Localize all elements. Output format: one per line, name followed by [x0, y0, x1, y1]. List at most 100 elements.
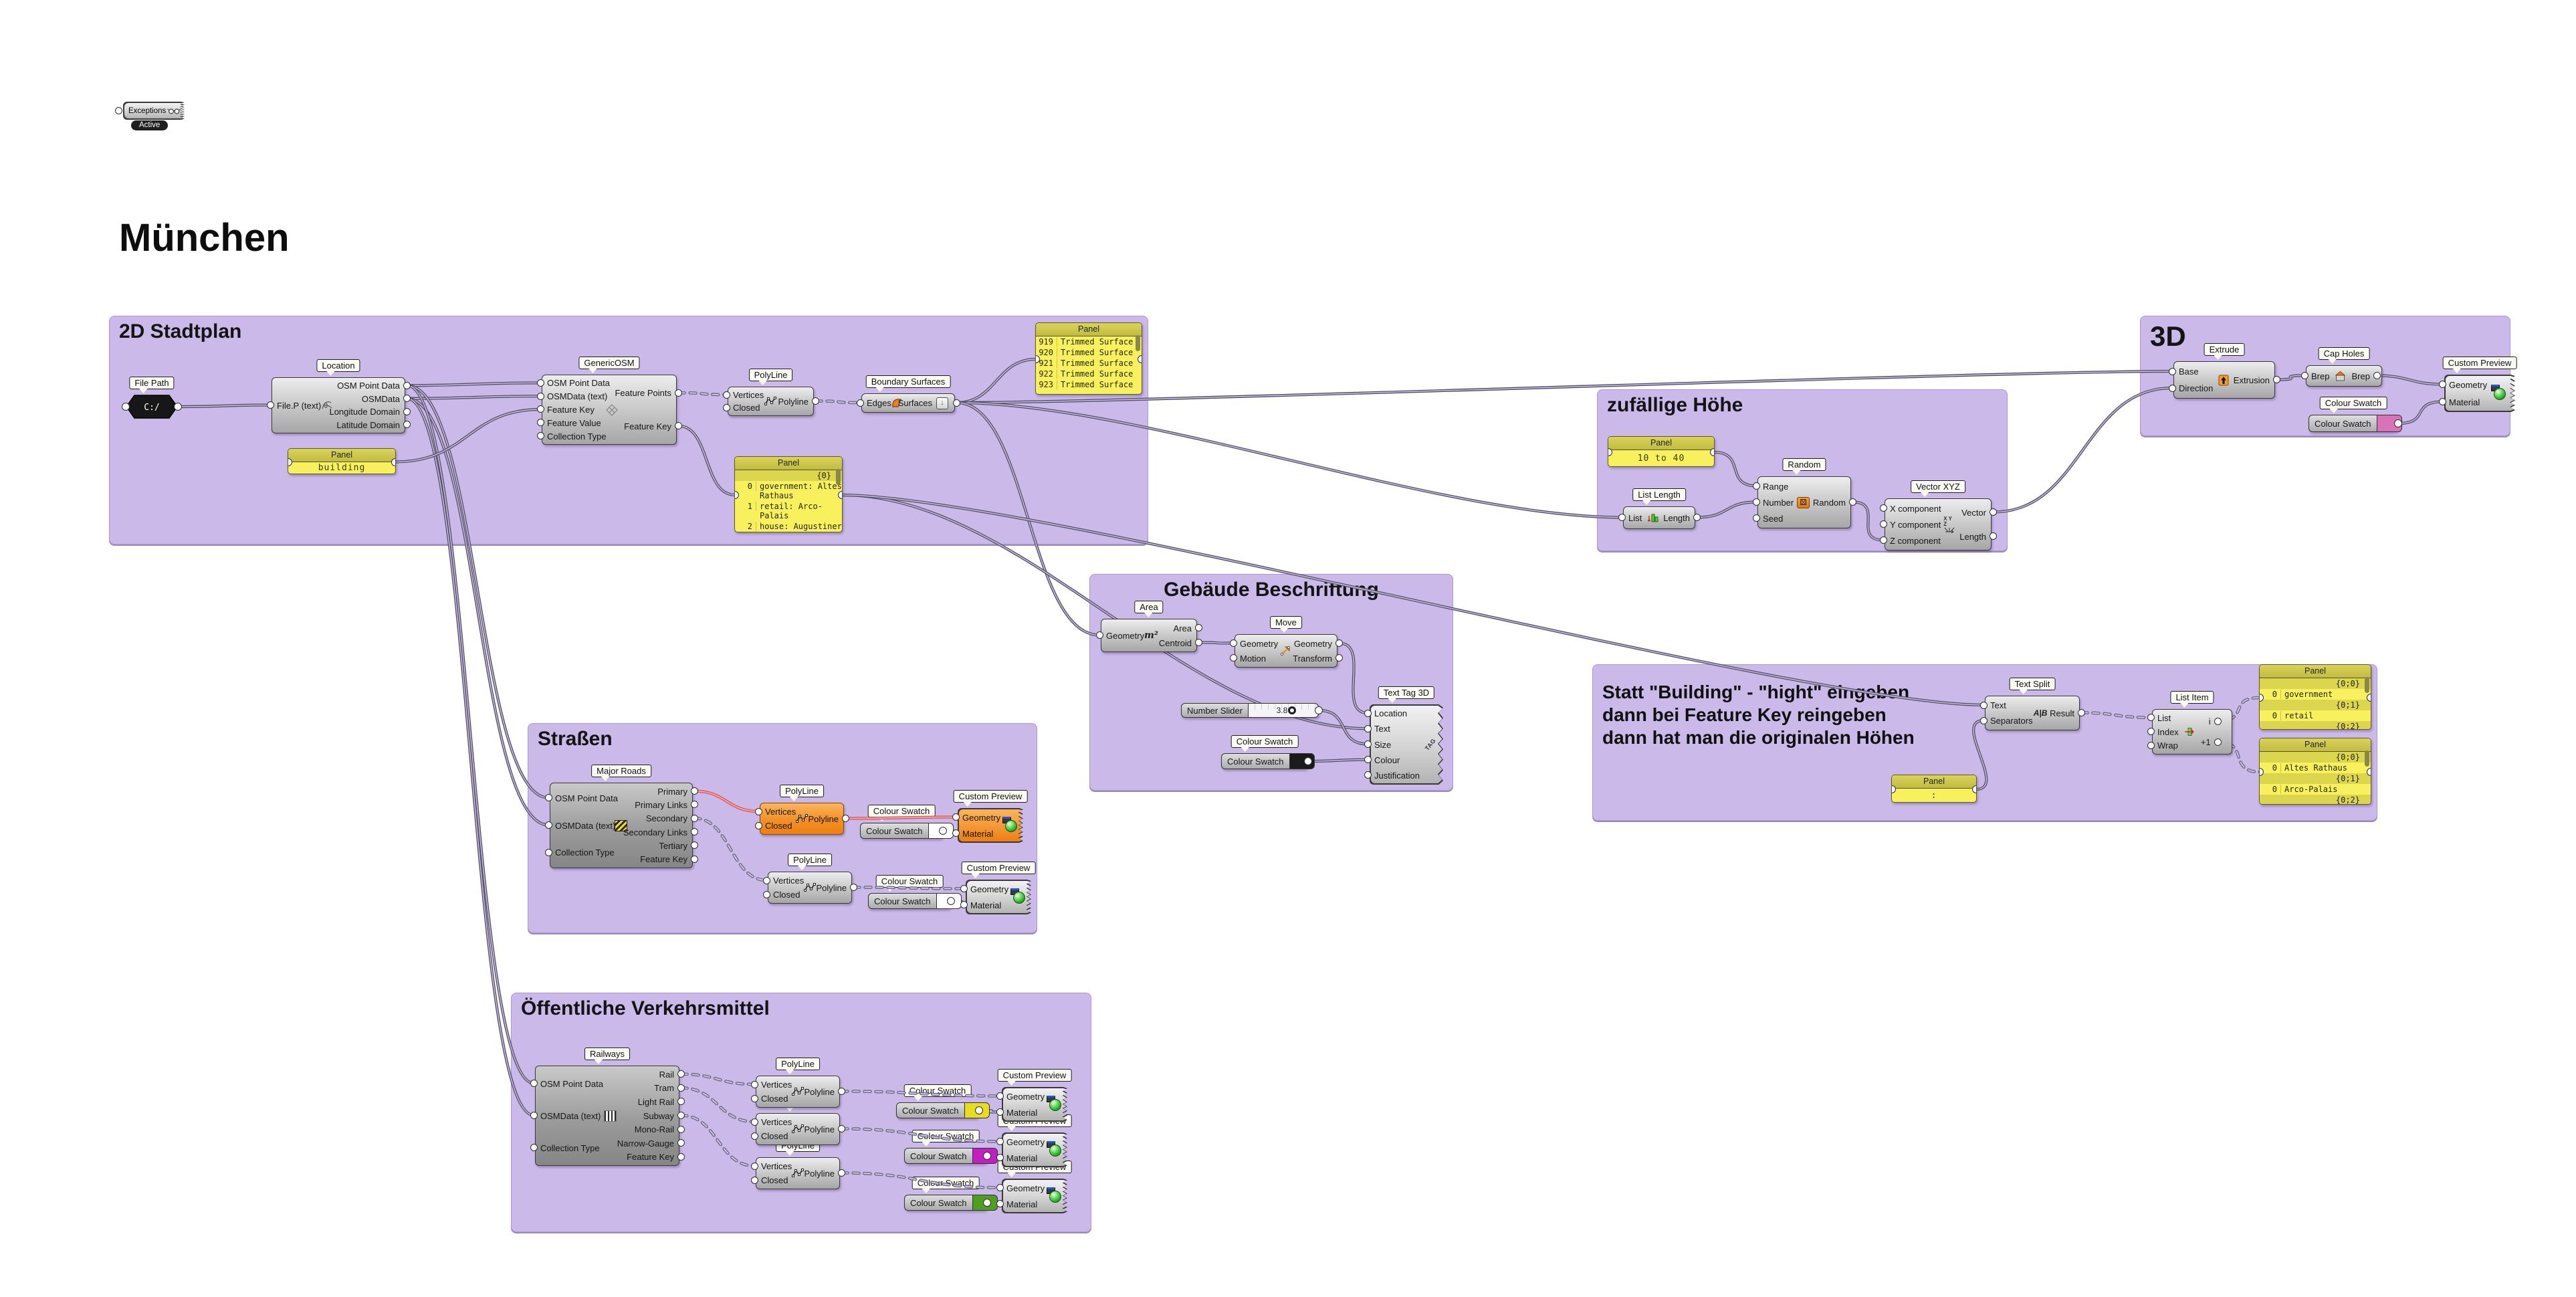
exceptions-widget[interactable]: Exceptions [115, 102, 185, 120]
input-port[interactable] [996, 1184, 1004, 1191]
component-nickname-tag[interactable]: Custom Preview [953, 790, 1028, 803]
component-nickname-tag[interactable]: Colour Swatch [1230, 735, 1299, 748]
colour-swatch-swPink[interactable]: Colour Swatch [2309, 415, 2402, 432]
output-port[interactable] [1315, 706, 1323, 714]
output-port[interactable] [403, 395, 411, 403]
component-nickname-tag[interactable]: Text Split [2009, 678, 2056, 690]
input-port[interactable] [1364, 756, 1372, 764]
input-port[interactable] [751, 1132, 758, 1140]
component-nickname-tag[interactable]: Custom Preview [997, 1069, 1072, 1082]
input-port[interactable] [545, 794, 552, 802]
input-port[interactable] [2169, 367, 2176, 375]
output-port[interactable] [1693, 514, 1701, 521]
input-port[interactable] [1980, 716, 1988, 724]
component-nickname-tag[interactable]: Colour Swatch [875, 875, 944, 888]
input-port[interactable] [857, 399, 864, 407]
input-port[interactable] [537, 432, 544, 440]
input-port[interactable] [537, 405, 544, 413]
output-port[interactable] [983, 1199, 991, 1207]
input-port[interactable] [1753, 498, 1760, 506]
input-port[interactable] [1364, 740, 1372, 748]
output-port[interactable] [677, 1084, 685, 1092]
output-port[interactable] [838, 1169, 845, 1177]
input-port[interactable] [952, 813, 960, 821]
output-port[interactable] [838, 1088, 845, 1095]
input-port[interactable] [723, 391, 730, 399]
input-port[interactable] [755, 807, 762, 815]
input-port[interactable] [1230, 639, 1237, 647]
component-nickname-tag[interactable]: PolyLine [788, 854, 832, 866]
input-port[interactable] [2301, 372, 2309, 379]
input-port[interactable] [996, 1138, 1004, 1145]
component-nickname-tag[interactable]: GenericOSM [578, 357, 640, 369]
input-port[interactable] [1364, 709, 1372, 717]
output-port[interactable] [691, 828, 698, 836]
component-nickname-tag[interactable]: Boundary Surfaces [865, 375, 951, 388]
output-port[interactable] [939, 827, 947, 835]
input-port[interactable] [1880, 536, 1887, 544]
output-port[interactable] [391, 458, 395, 466]
input-port[interactable] [545, 848, 552, 856]
input-port[interactable] [537, 379, 544, 387]
component-nickname-tag[interactable]: Custom Preview [961, 862, 1036, 874]
output-port[interactable] [677, 1153, 685, 1161]
output-port[interactable] [2273, 376, 2280, 383]
file-path-node[interactable]: C:/ [122, 395, 182, 419]
output-port[interactable] [677, 1139, 685, 1147]
input-port[interactable] [996, 1092, 1004, 1100]
output-port[interactable] [677, 1098, 685, 1106]
input-port[interactable] [1880, 504, 1887, 512]
input-port[interactable] [2169, 384, 2176, 392]
output-port[interactable] [2367, 694, 2371, 702]
output-port[interactable] [850, 884, 857, 891]
input-port[interactable] [530, 1144, 538, 1151]
colour-swatch-swBlack[interactable]: Colour Swatch [1221, 753, 1315, 769]
input-port[interactable] [537, 392, 544, 400]
input-port[interactable] [763, 876, 770, 884]
input-port[interactable] [763, 890, 770, 898]
colour-swatch-swW1[interactable]: Colour Swatch [860, 823, 954, 839]
colour-swatch-swG[interactable]: Colour Swatch [904, 1195, 998, 1211]
input-port[interactable] [751, 1080, 758, 1088]
output-port[interactable] [2214, 717, 2222, 725]
input-port[interactable] [2147, 714, 2155, 722]
output-port[interactable] [1990, 508, 1997, 516]
panel-scrollbar[interactable] [836, 469, 841, 485]
input-port[interactable] [996, 1108, 1004, 1116]
input-port[interactable] [288, 458, 292, 466]
output-port[interactable] [675, 389, 682, 397]
output-port[interactable] [2394, 419, 2402, 427]
panel-pColon[interactable]: Panel: [1891, 775, 1977, 803]
output-port[interactable] [691, 841, 698, 850]
output-port[interactable] [1195, 639, 1202, 646]
output-port[interactable] [1990, 532, 1997, 540]
input-port[interactable] [723, 403, 730, 411]
input-port[interactable] [1980, 701, 1988, 709]
colour-swatch-swW2[interactable]: Colour Swatch [868, 893, 962, 909]
output-port[interactable] [677, 1112, 685, 1120]
input-port[interactable] [530, 1112, 538, 1119]
input-port[interactable] [267, 401, 274, 409]
